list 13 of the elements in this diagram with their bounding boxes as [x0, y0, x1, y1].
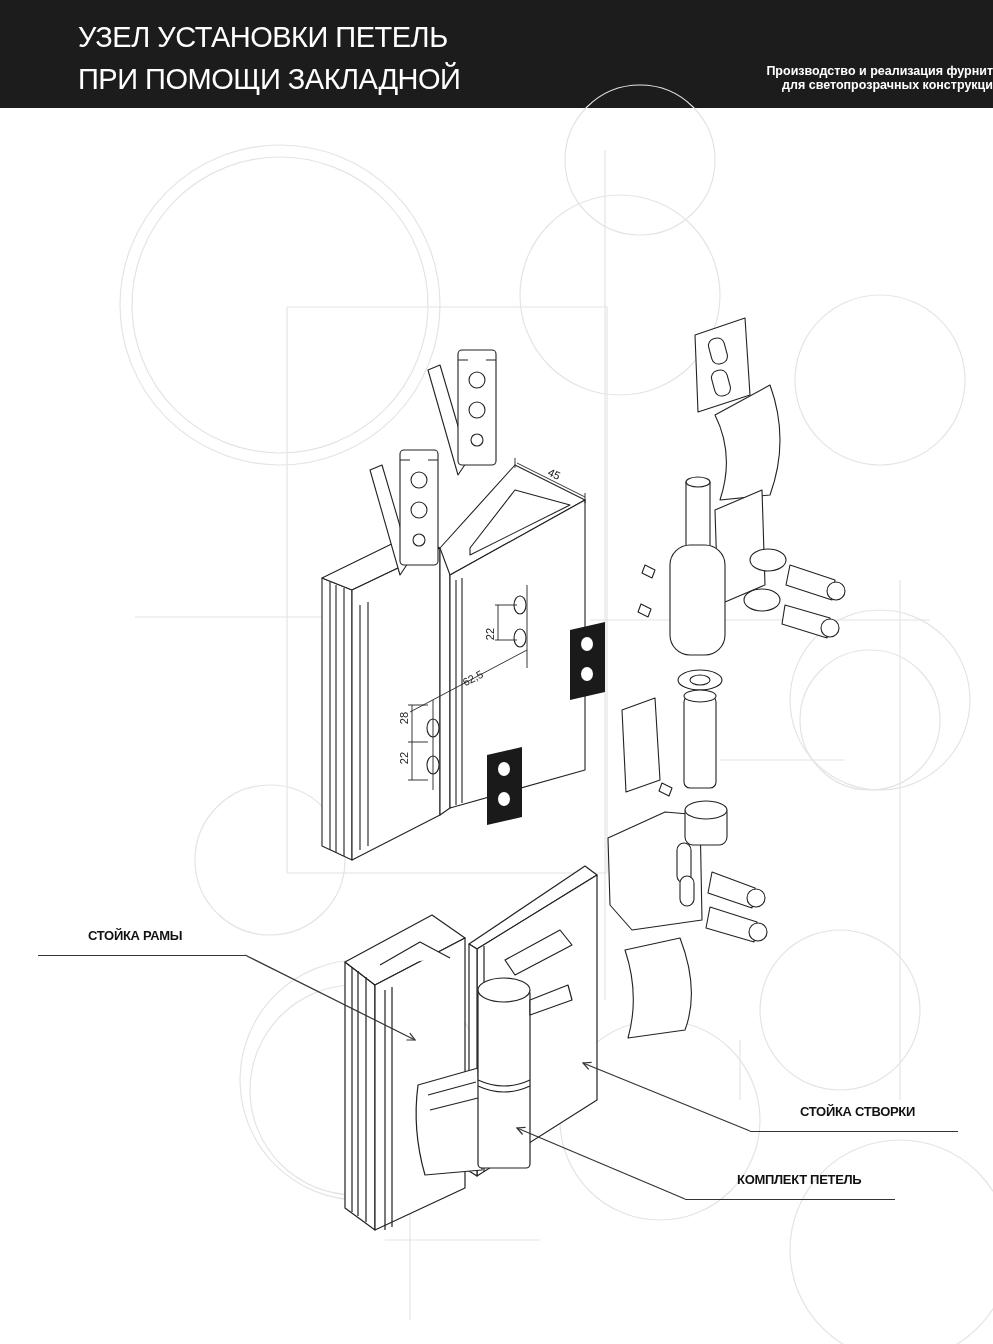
callout-label: СТОЙКА СТВОРКИ [750, 1104, 958, 1132]
leader-line [244, 954, 416, 1041]
dimension-label: 45 [546, 465, 563, 483]
tagline-text: Производство и реализация фурнит для светопрозрачных конструкци [765, 64, 993, 92]
dimension-label: 62,5 [460, 667, 485, 689]
leader-line [582, 1061, 751, 1132]
dimension-label: 28 [398, 711, 411, 725]
diagram-title: УЗЕЛ УСТАНОВКИ ПЕТЕЛЬ ПРИ ПОМОЩИ ЗАКЛАДНОЙ [78, 20, 462, 97]
callout-label: КОМПЛЕКТ ПЕТЕЛЬ [685, 1172, 895, 1200]
callout-label: СТОЙКА РАМЫ [38, 928, 245, 956]
dimension-label: 22 [398, 751, 411, 765]
dimension-label: 22 [484, 627, 497, 641]
leader-line [516, 1126, 686, 1200]
